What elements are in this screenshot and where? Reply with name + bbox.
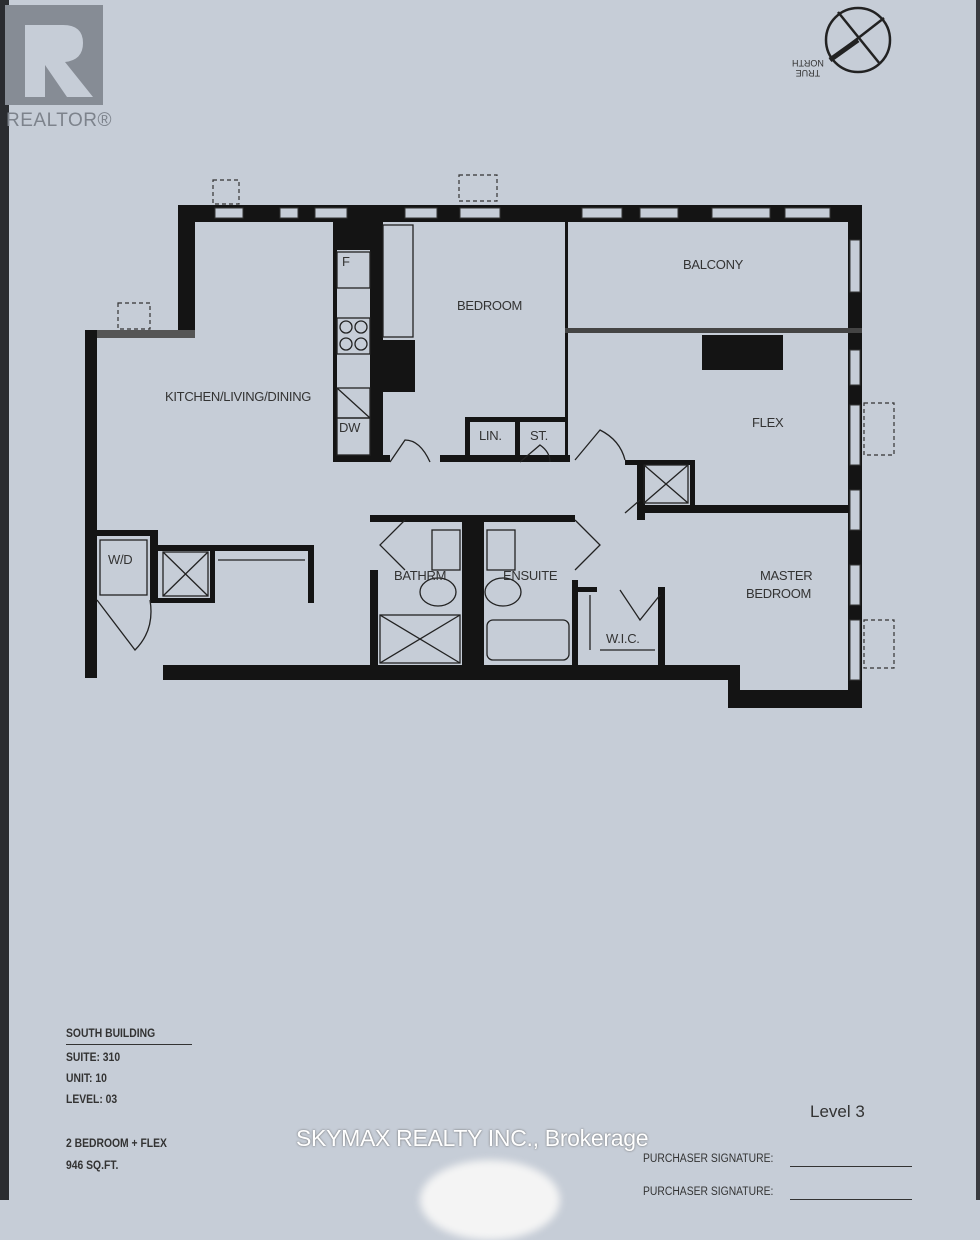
room-label-bathroom: BATHRM bbox=[394, 568, 447, 583]
room-label-bedroom: BEDROOM bbox=[457, 298, 523, 313]
unit-number: UNIT: 10 bbox=[66, 1073, 107, 1085]
room-label-master-1: MASTER bbox=[760, 568, 813, 583]
window-swing-markers bbox=[117, 174, 895, 669]
floor-plan bbox=[85, 174, 895, 708]
realtor-logo: REALTOR® bbox=[0, 0, 115, 138]
unit-type: 2 BEDROOM + FLEX bbox=[66, 1138, 167, 1150]
room-label-balcony: BALCONY bbox=[683, 257, 744, 272]
walls bbox=[85, 205, 862, 708]
fixtures bbox=[96, 224, 689, 664]
room-label-flex: FLEX bbox=[752, 415, 784, 430]
realtor-r-icon bbox=[5, 5, 103, 105]
dishwasher-label: DW bbox=[339, 420, 361, 435]
photo-edge-right bbox=[976, 0, 980, 1200]
purchaser-signature-label-2: PURCHASER SIGNATURE: bbox=[643, 1186, 774, 1198]
purchaser-signature-label-1: PURCHASER SIGNATURE: bbox=[643, 1153, 774, 1165]
room-label-storage: ST. bbox=[530, 428, 548, 443]
north-compass-icon bbox=[824, 6, 892, 74]
purchaser-signature-line-1 bbox=[790, 1166, 912, 1167]
room-label-master-2: BEDROOM bbox=[746, 586, 812, 601]
photo-glare bbox=[420, 1160, 560, 1240]
unit-area: 946 SQ.FT. bbox=[66, 1160, 119, 1172]
room-label-linen: LIN. bbox=[479, 428, 502, 443]
room-label-wic: W.I.C. bbox=[606, 631, 640, 646]
room-label-ensuite: ENSUITE bbox=[503, 568, 558, 583]
key-plan-level-label: Level 3 bbox=[810, 1102, 865, 1121]
room-label-kitchen: KITCHEN/LIVING/DINING bbox=[165, 389, 312, 404]
room-label-washer-dryer: W/D bbox=[108, 552, 133, 567]
building-name: SOUTH BUILDING bbox=[66, 1028, 192, 1045]
realtor-logo-text: REALTOR® bbox=[6, 110, 112, 131]
level-number: LEVEL: 03 bbox=[66, 1094, 118, 1106]
fridge-label: F bbox=[342, 254, 350, 269]
windows bbox=[214, 207, 861, 681]
brokerage-watermark: SKYMAX REALTY INC., Brokerage bbox=[296, 1125, 649, 1151]
photo-edge-left bbox=[0, 0, 9, 1200]
suite-number: SUITE: 310 bbox=[66, 1052, 121, 1064]
